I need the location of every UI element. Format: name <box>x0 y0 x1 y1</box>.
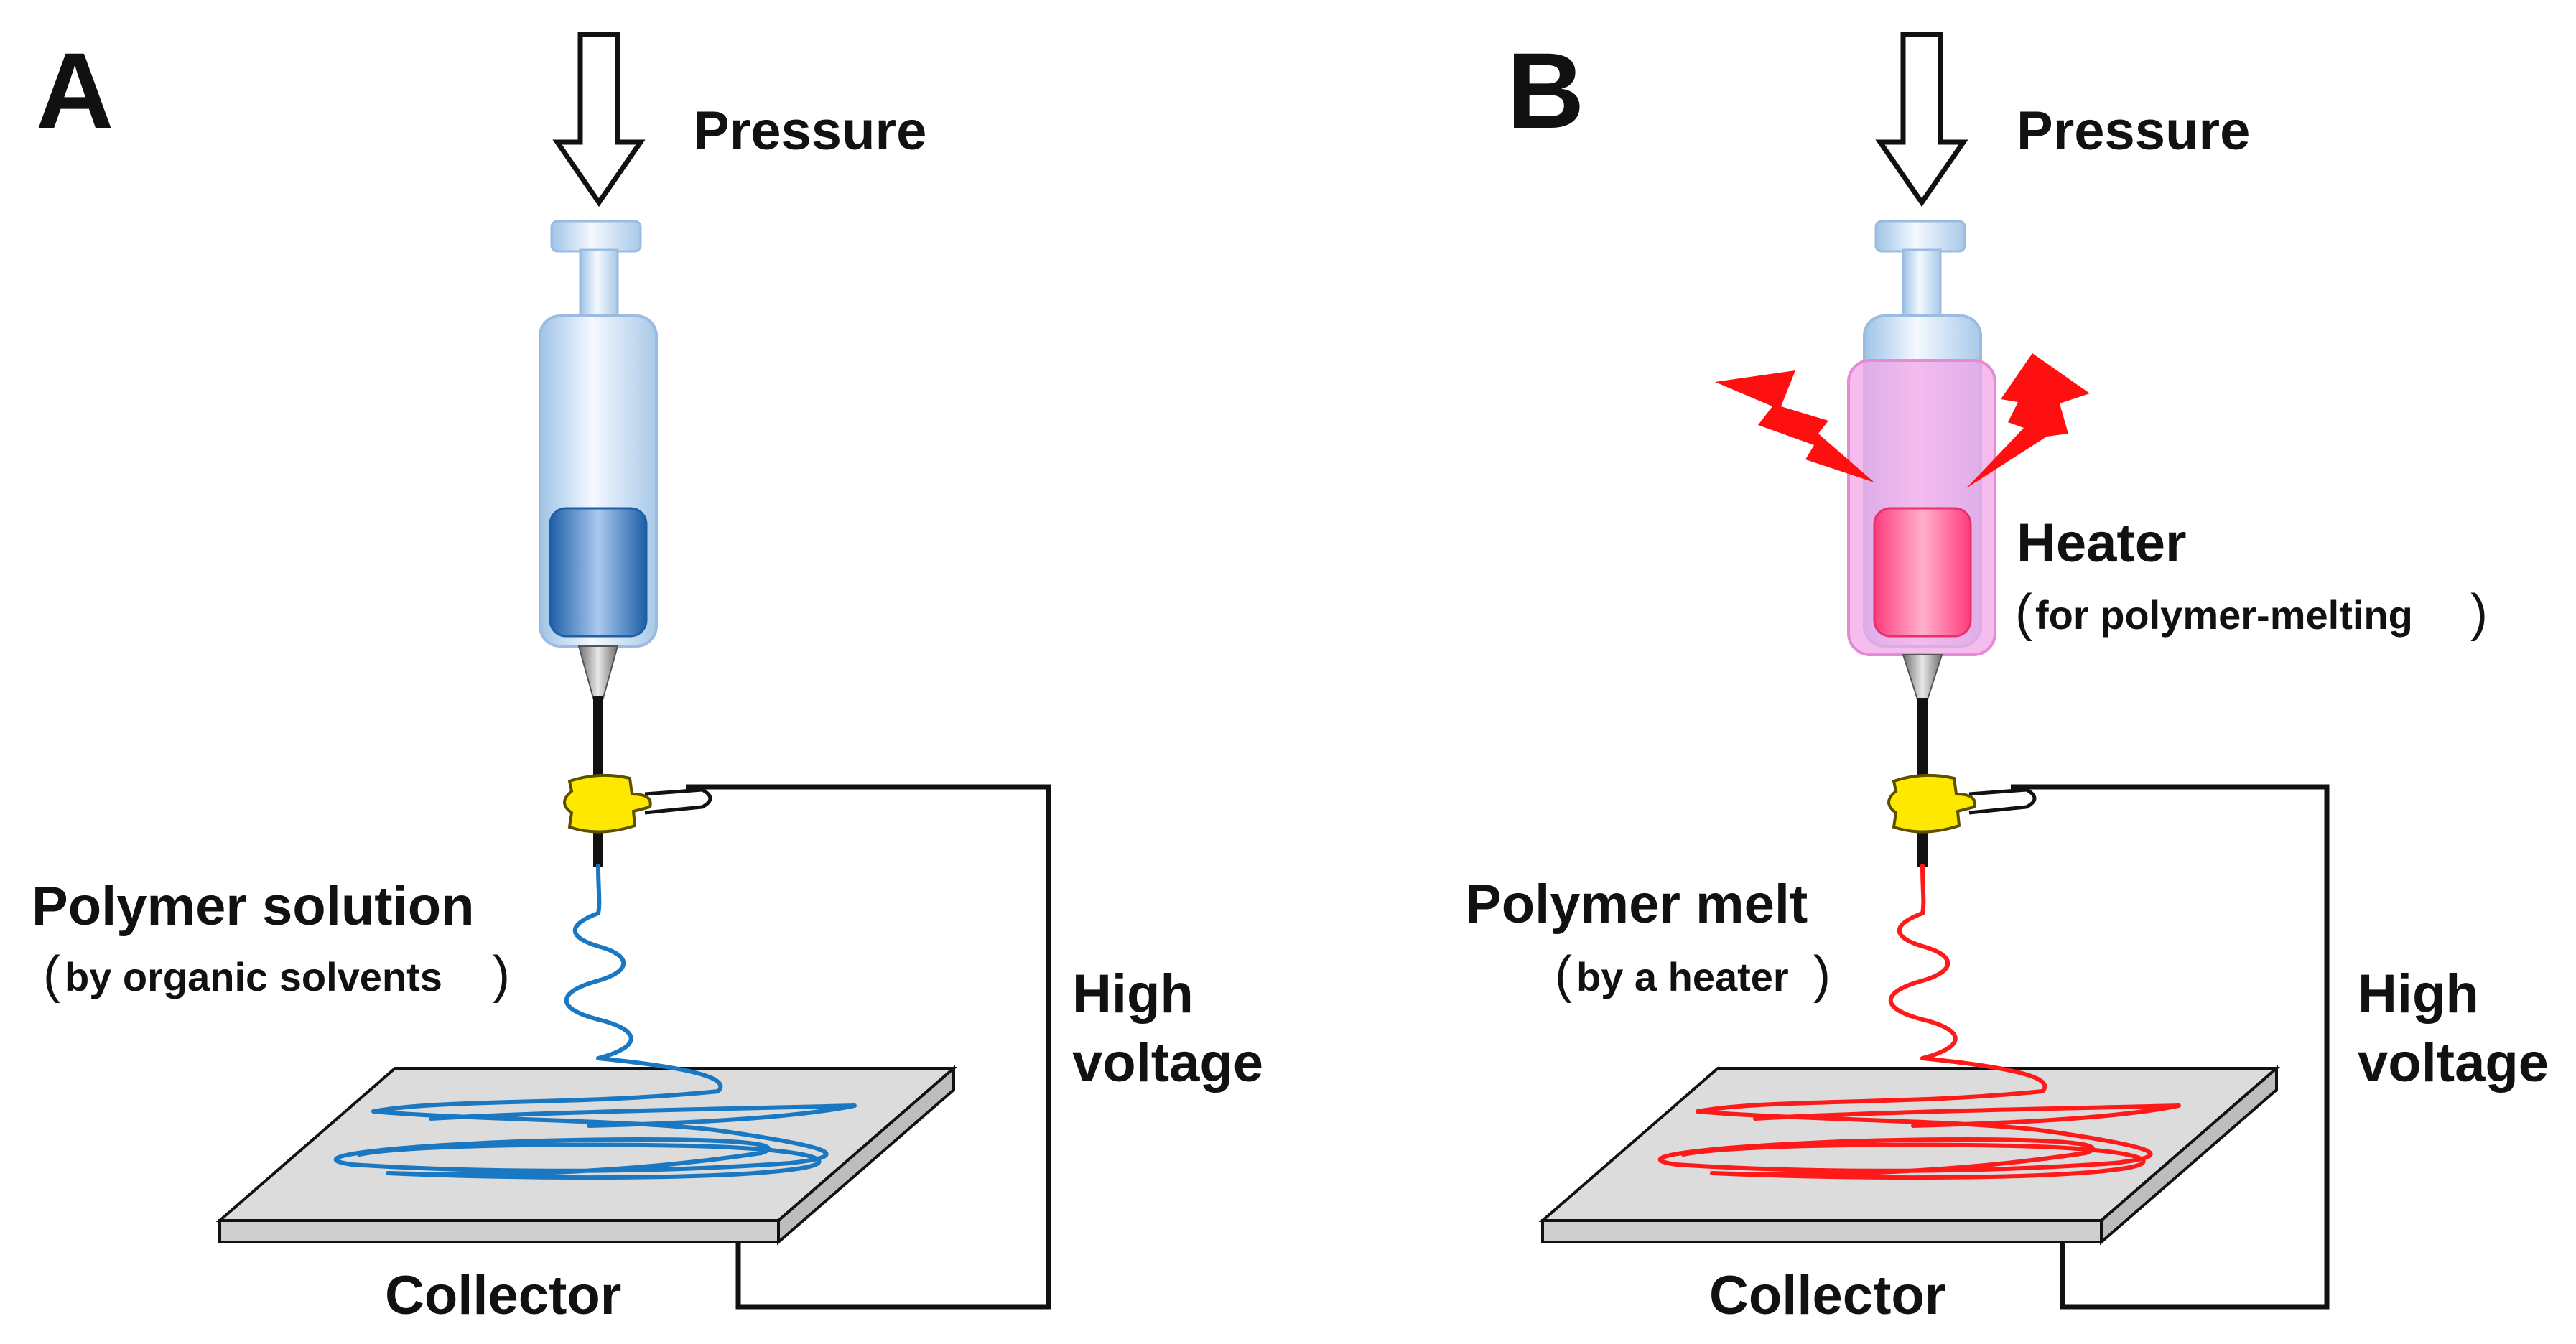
panel-a-close-paren: ) <box>493 946 510 1004</box>
panel-b: B Pressure <box>1465 30 2549 1326</box>
panel-b-heater-close-paren: ) <box>2470 584 2488 642</box>
panel-a-syringe <box>539 220 658 867</box>
panel-b-polymer-sub: by a heater <box>1576 954 1789 999</box>
panel-a-clamp <box>563 773 712 834</box>
panel-a-needle-tip <box>577 645 619 699</box>
panel-b-heater-open-paren: ( <box>2015 584 2032 642</box>
panel-a-polymer-jet <box>564 864 633 1060</box>
panel-a-solution-reservoir <box>549 507 648 638</box>
panel-b-voltage-line2: voltage <box>2358 1032 2549 1093</box>
panel-b-polymer-title: Polymer melt <box>1465 874 1808 935</box>
panel-b-polymer-jet <box>1889 864 1958 1060</box>
panel-a-collector-label: Collector <box>385 1265 621 1326</box>
panel-b-pressure-arrow <box>1875 32 1968 207</box>
panel-b-syringe <box>1847 220 1996 867</box>
panel-a-collector <box>215 1065 958 1246</box>
panel-a-fiber-mat <box>333 1056 857 1180</box>
panel-a-letter: A <box>36 30 113 151</box>
panel-b-heater-title: Heater <box>2017 513 2187 574</box>
panel-b-needle-tip <box>1902 654 1943 700</box>
panel-b-clamp <box>1887 773 2037 834</box>
panel-b-heat-bolt-right-icon <box>1966 353 2090 488</box>
panel-a-open-paren: ( <box>43 946 60 1004</box>
panel-a-pressure-label: Pressure <box>693 101 926 162</box>
panel-b-collector <box>1538 1065 2281 1246</box>
panel-b-high-voltage-wire <box>2011 784 2330 1310</box>
panel-b-voltage-line1: High <box>2358 963 2479 1025</box>
panel-a-pressure-arrow <box>552 32 646 207</box>
panel-b-letter: B <box>1507 30 1584 151</box>
panel-b-open-paren: ( <box>1555 946 1572 1004</box>
panel-a-voltage-line2: voltage <box>1072 1032 1263 1093</box>
panel-a: A Pressure Polymer solu <box>32 30 1263 1326</box>
panel-b-heat-bolt-left-icon <box>1715 370 1874 482</box>
panel-a-voltage-line1: High <box>1072 963 1194 1025</box>
panel-b-collector-label: Collector <box>1709 1265 1945 1326</box>
panel-b-fiber-mat <box>1657 1056 2181 1180</box>
panel-b-melt-reservoir <box>1873 507 1972 638</box>
panel-a-polymer-title: Polymer solution <box>32 876 475 937</box>
panel-b-heater-sub: for polymer-melting <box>2035 592 2413 638</box>
panel-b-pressure-label: Pressure <box>2017 101 2250 162</box>
panel-a-high-voltage-wire <box>686 784 1051 1310</box>
panel-b-close-paren: ) <box>1813 946 1831 1004</box>
panel-a-polymer-sub: by organic solvents <box>65 954 442 999</box>
